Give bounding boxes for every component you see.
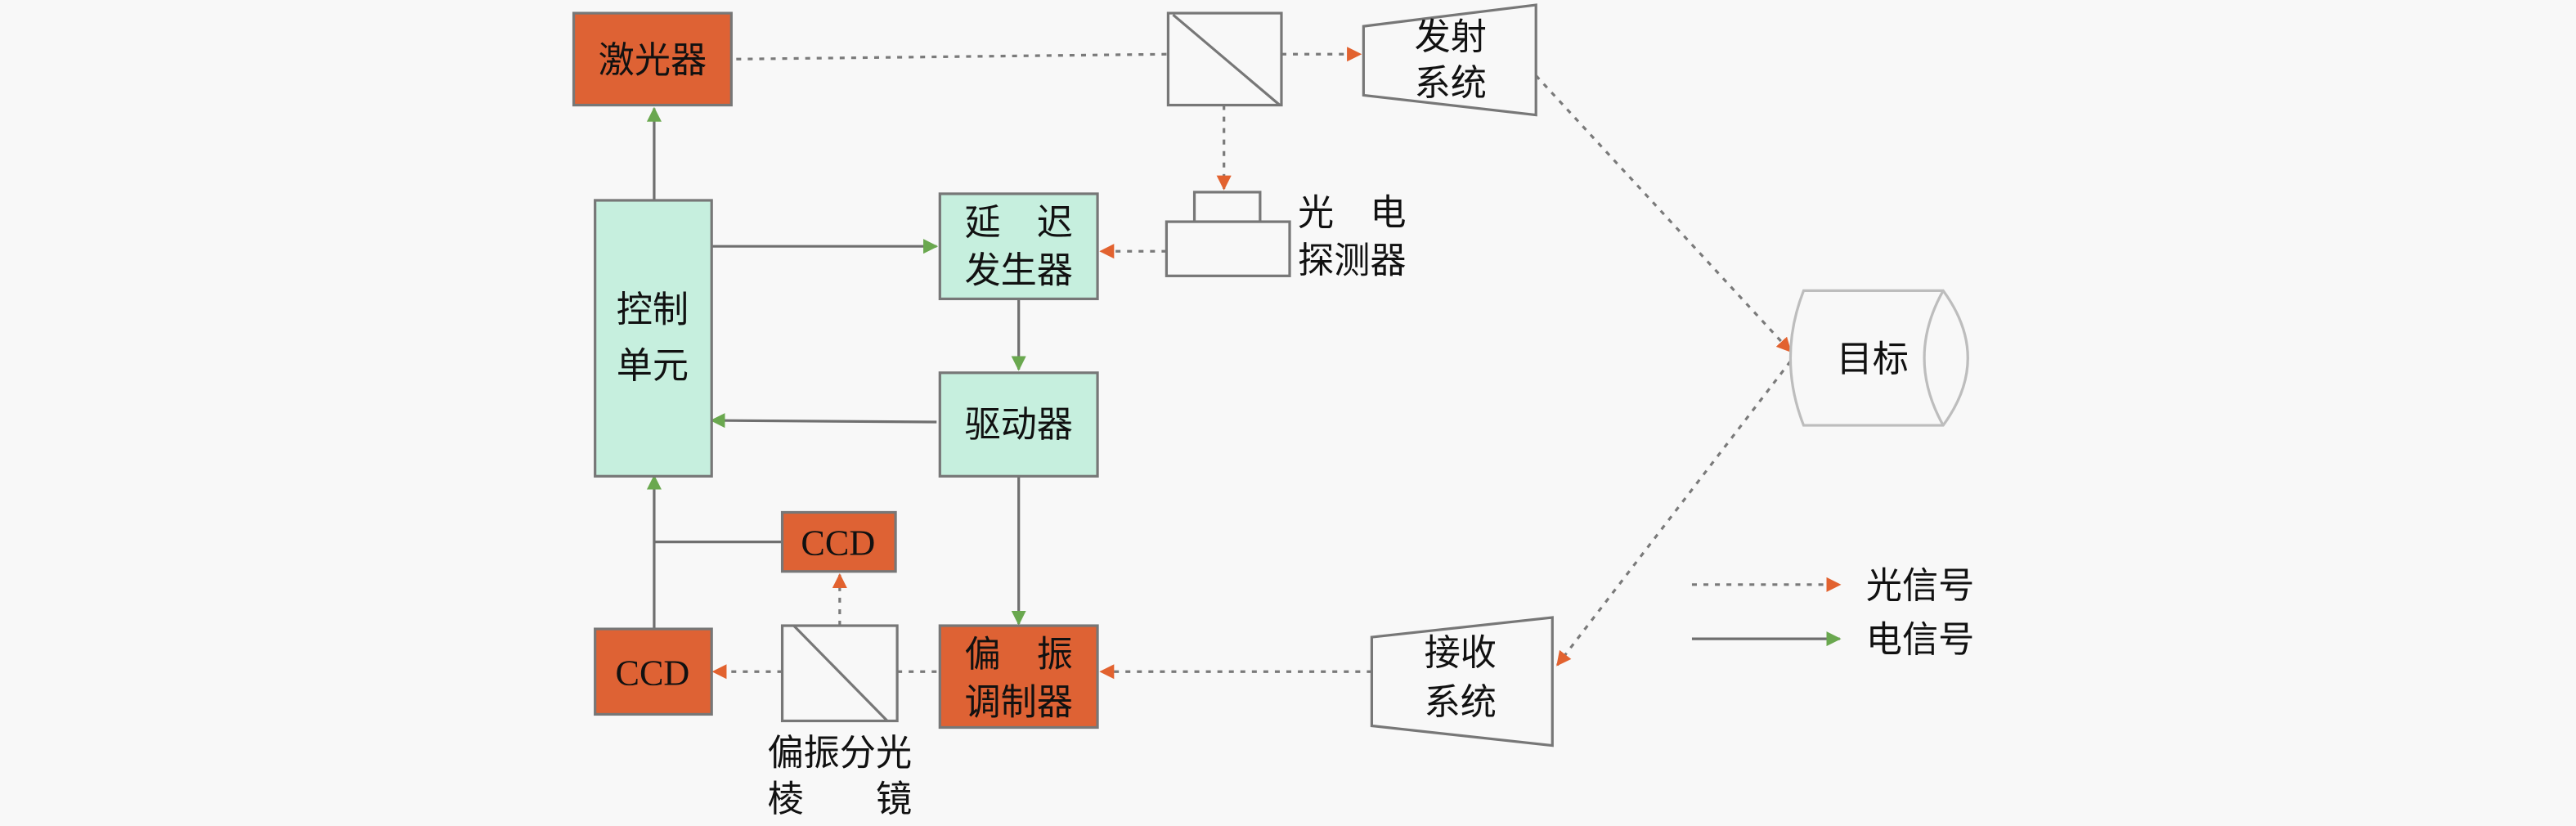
top-beam-splitter[interactable] [1166,11,1283,107]
laser-label: 激光器 [599,39,707,81]
ccd-top-label: CCD [801,523,875,563]
control-unit-label-line2: 单元 [617,345,689,387]
ccd-top-block[interactable]: CCD [780,510,897,573]
optical-line-transmit-to-target [1535,74,1792,353]
pbs-label-line1: 偏振分光 [768,733,913,774]
connections [646,47,1792,680]
target-label: 目标 [1837,339,1909,380]
target-block[interactable]: 目标 [1788,289,1969,427]
pbs-label-line2: 棱 镜 [768,779,913,820]
modulator-label-line2: 调制器 [964,681,1072,723]
transmit-system-block[interactable]: 发射 系统 [1362,3,1537,117]
photodetector-label-line2: 探测器 [1298,240,1406,281]
transmit-label-line2: 系统 [1415,62,1487,104]
control-unit-label-line1: 控制 [617,290,689,331]
photodetector-label-line1: 光 电 [1298,192,1406,234]
receive-label-line2: 系统 [1425,681,1497,723]
electrical-line-driver-to-control [710,413,937,429]
delay-generator-label-line2: 发生器 [964,249,1072,291]
ccd-left-block[interactable]: CCD [594,627,713,716]
polarization-beam-splitter[interactable]: 偏振分光 棱 镜 [768,624,913,820]
control-unit-block[interactable]: 控制 单元 [594,199,713,478]
legend-electrical: 电信号 [1691,619,1974,661]
modulator-label-line1: 偏 振 [964,634,1072,676]
splitter-diagonal-icon [792,624,889,722]
driver-label: 驱动器 [964,404,1072,446]
polarization-modulator-block[interactable]: 偏 振 调制器 [938,624,1099,729]
photodetector-block[interactable]: 光 电 探测器 [1165,191,1407,281]
legend-optical-label: 光信号 [1866,565,1974,607]
legend: 光信号 电信号 [1691,565,1974,661]
driver-block[interactable]: 驱动器 [938,371,1099,478]
legend-optical: 光信号 [1691,565,1974,607]
optical-line-target-to-receive [1556,360,1792,667]
delay-generator-block[interactable]: 延 迟 发生器 [938,192,1099,301]
ccd-left-label: CCD [616,653,690,693]
receive-label-line1: 接收 [1425,632,1497,674]
delay-generator-label-line1: 延 迟 [964,202,1072,244]
optical-line-laser-to-splitter [736,52,1167,61]
legend-electrical-label: 电信号 [1866,619,1974,661]
top-splitter-diagonal-icon [1172,13,1281,106]
receive-system-block[interactable]: 接收 系统 [1370,616,1554,747]
laser-block[interactable]: 激光器 [572,11,733,107]
transmit-label-line1: 发射 [1415,16,1487,58]
